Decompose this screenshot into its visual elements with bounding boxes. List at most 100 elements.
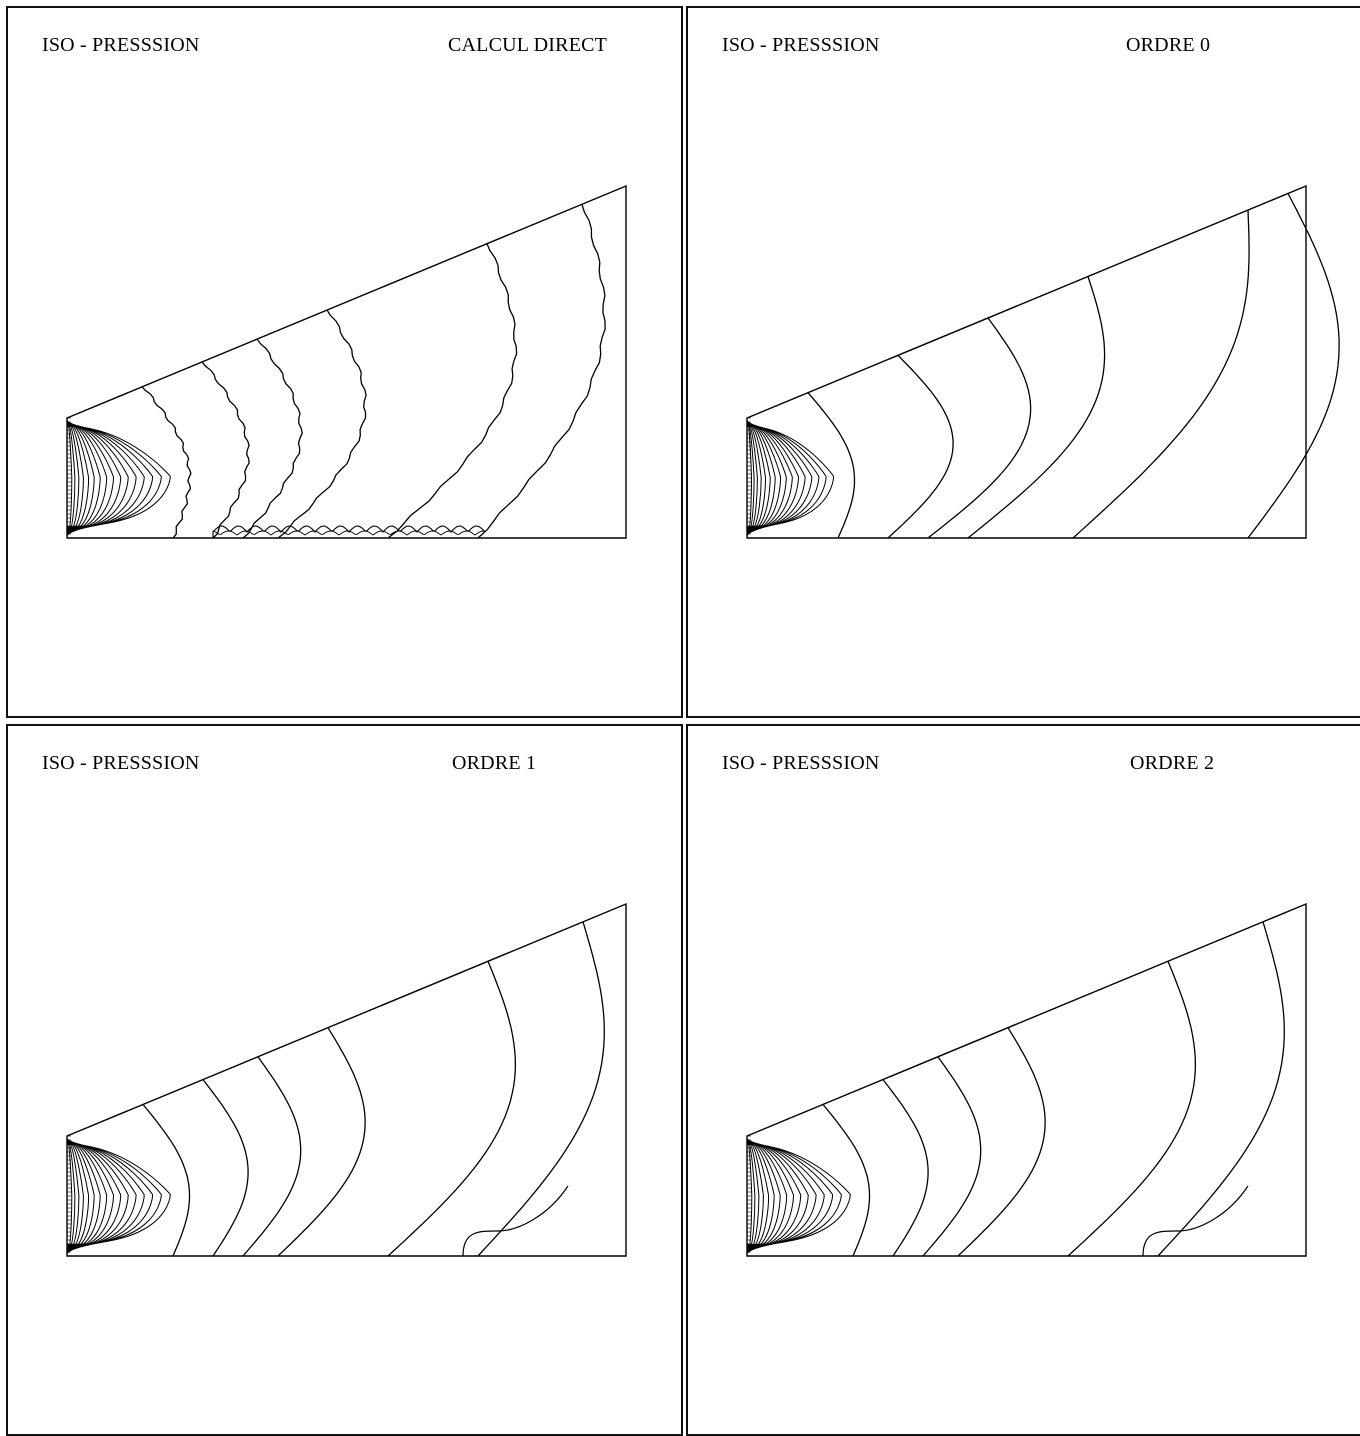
corner-contour [746,421,771,533]
corner-contour [746,1138,756,1254]
corner-contour [66,422,108,532]
iso-pressure-contour [1072,210,1250,539]
iso-pressure-contour [277,1027,366,1257]
oscillation-band [212,530,486,538]
corner-contour [746,1139,775,1251]
corner-contour [66,424,145,529]
corner-contour [746,1140,781,1251]
panel-label: ORDRE 0 [1126,34,1211,56]
corner-contour [746,425,820,529]
corner-contour [746,1142,817,1248]
iso-pressure-contour [1142,1185,1249,1257]
corner-contour [66,1141,122,1249]
corner-contour [746,1139,764,1253]
corner-contour [746,424,813,529]
corner-contour [746,424,806,530]
iso-pressure-contour [477,921,605,1257]
corner-contour [66,421,95,533]
iso-pressure-contour [387,243,518,539]
panel-title: ISO - PRESSSION [42,34,200,56]
domain-outline [746,184,1307,539]
corner-contour [746,1141,795,1250]
iso-pressure-contour [822,1104,871,1257]
corner-contour [746,1142,825,1247]
iso-pressure-contour [201,361,250,539]
iso-pressure-contour [807,392,856,539]
iso-pressure-contour [277,309,367,539]
corner-contour [746,422,782,532]
iso-pressure-contour [887,354,954,539]
corner-contour [66,1140,108,1250]
corner-contour [746,1143,851,1245]
corner-contour [746,1143,834,1247]
iso-pressure-contour [882,1079,929,1257]
iso-pressure-contour [1157,921,1285,1257]
corner-contour [66,1141,129,1248]
corner-contour [746,1143,842,1246]
corner-contour [66,1139,84,1253]
corner-contour [66,1142,137,1248]
corner-contour [66,425,171,527]
corner-contour [66,1143,162,1246]
panel-label: ORDRE 1 [452,752,537,774]
corner-contour [66,420,80,535]
iso-pressure-contour [202,1079,249,1257]
corner-contour [66,1139,95,1251]
corner-contour [66,1138,80,1253]
corner-contour [66,424,137,530]
corner-contour [746,425,835,527]
panel-ordre-1: ISO - PRESSSION ORDRE 1 [6,724,683,1436]
iso-pressure-contour [387,961,517,1257]
corner-contour [66,423,122,531]
corner-contour [746,1138,760,1253]
corner-contour [66,1137,73,1254]
corner-contour [66,425,154,529]
iso-pressure-contour [242,338,303,539]
panel-label: CALCUL DIRECT [448,34,608,56]
corner-contour [746,1141,809,1248]
corner-contour [66,1138,76,1254]
corner-contour [746,425,827,528]
corner-contour [746,423,800,530]
iso-pressure-contour [922,1056,982,1257]
corner-contour [66,1141,115,1250]
iso-pressure-contour [967,276,1106,539]
panel-title: ISO - PRESSSION [42,752,200,774]
panel-ordre-0: ISO - PRESSSION ORDRE 0 [686,6,1360,718]
corner-contour [746,1140,788,1250]
corner-contour [66,1142,145,1247]
corner-contour [66,1139,90,1252]
corner-contour [746,419,753,536]
corner-contour [746,421,767,534]
corner-contour [746,421,762,535]
iso-pressure-contour [1067,961,1197,1257]
iso-pressure-contour [462,1185,569,1257]
corner-contour [746,1137,753,1254]
panel-ordre-2: ISO - PRESSSION ORDRE 2 [686,724,1360,1436]
corner-contour [746,420,755,536]
corner-contour [746,1141,802,1249]
corner-contour [746,1139,770,1252]
iso-pressure-contour [242,1056,302,1257]
corner-contour [746,422,776,533]
panel-title: ISO - PRESSSION [722,34,880,56]
panel-calcul-direct: ISO - PRESSSION CALCUL DIRECT [6,6,683,718]
corner-contour [746,420,758,535]
corner-contour [66,421,90,534]
iso-pressure-contour [957,1027,1046,1257]
corner-contour [66,1143,171,1245]
corner-contour [66,423,129,530]
iso-pressure-contour [477,203,606,539]
corner-contour [746,423,787,532]
corner-contour [66,425,162,528]
iso-pressure-contour [142,1104,191,1257]
corner-contour [66,1140,101,1251]
iso-pressure-plot [66,902,627,1257]
corner-contour [66,419,73,536]
iso-pressure-plot [746,902,1307,1257]
corner-contour [66,420,76,536]
corner-contour [66,422,101,533]
iso-pressure-plot [66,184,627,539]
iso-pressure-contour [1247,193,1340,539]
